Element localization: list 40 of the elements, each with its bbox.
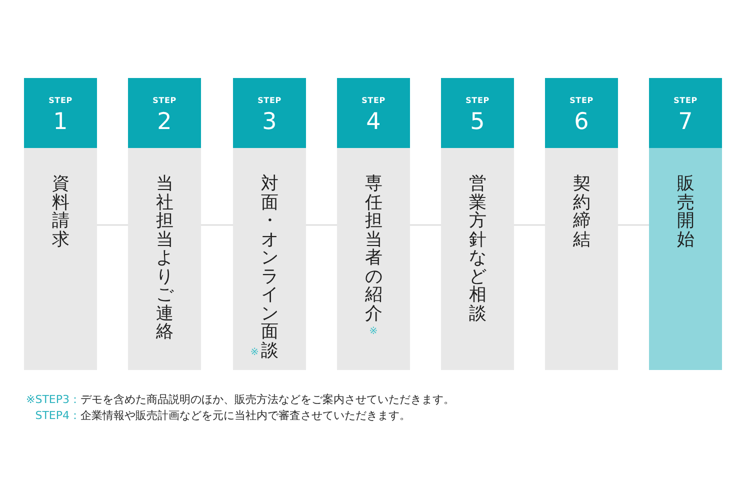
note-mark: ※ [250,348,259,358]
connector-line [618,224,649,226]
connector-line [410,224,441,226]
step-title: 契約締結 [572,175,590,250]
step-label: STEP [152,97,176,105]
step-card [649,78,722,370]
step-card [128,78,201,370]
note-term: STEP4： [35,409,81,422]
step-number: 3 [262,111,277,134]
step-number: 6 [574,111,589,134]
step-label: STEP [48,97,72,105]
step-card [441,78,514,370]
note-mark: ※ [369,327,378,338]
step-title: 専任担当者の紹介 [364,175,382,324]
step-label: STEP [570,97,594,105]
note-text: デモを含めた商品説明のほか、販売方法などをご案内させていただきます。 [80,393,455,406]
step-number: 7 [678,111,693,134]
note-term: ※STEP3： [26,393,81,406]
connector-line [201,224,233,226]
step-title: 営業方針など相談 [468,175,486,324]
step-number: 5 [470,111,485,134]
step-number: 4 [366,111,381,134]
connector-line [97,224,128,226]
step-card [24,78,97,370]
step-title: 資料請求 [52,175,70,250]
step-label: STEP [466,97,490,105]
step-number: 1 [53,111,68,134]
connector-line [514,224,545,226]
step-label: STEP [258,97,282,105]
step-title: 当社担当よりご連絡 [156,175,174,342]
step-label: STEP [362,97,386,105]
step-number: 2 [157,111,172,134]
step-title: 対面・オンライン面談 [260,175,278,360]
step-card [337,78,410,370]
step-label: STEP [674,97,698,105]
connector-line [306,224,337,226]
note-text: 企業情報や販売計画などを元に当社内で審査させていただきます。 [80,409,411,422]
step-card [545,78,618,370]
step-card [233,78,306,370]
step-title: 販売開始 [676,175,694,250]
